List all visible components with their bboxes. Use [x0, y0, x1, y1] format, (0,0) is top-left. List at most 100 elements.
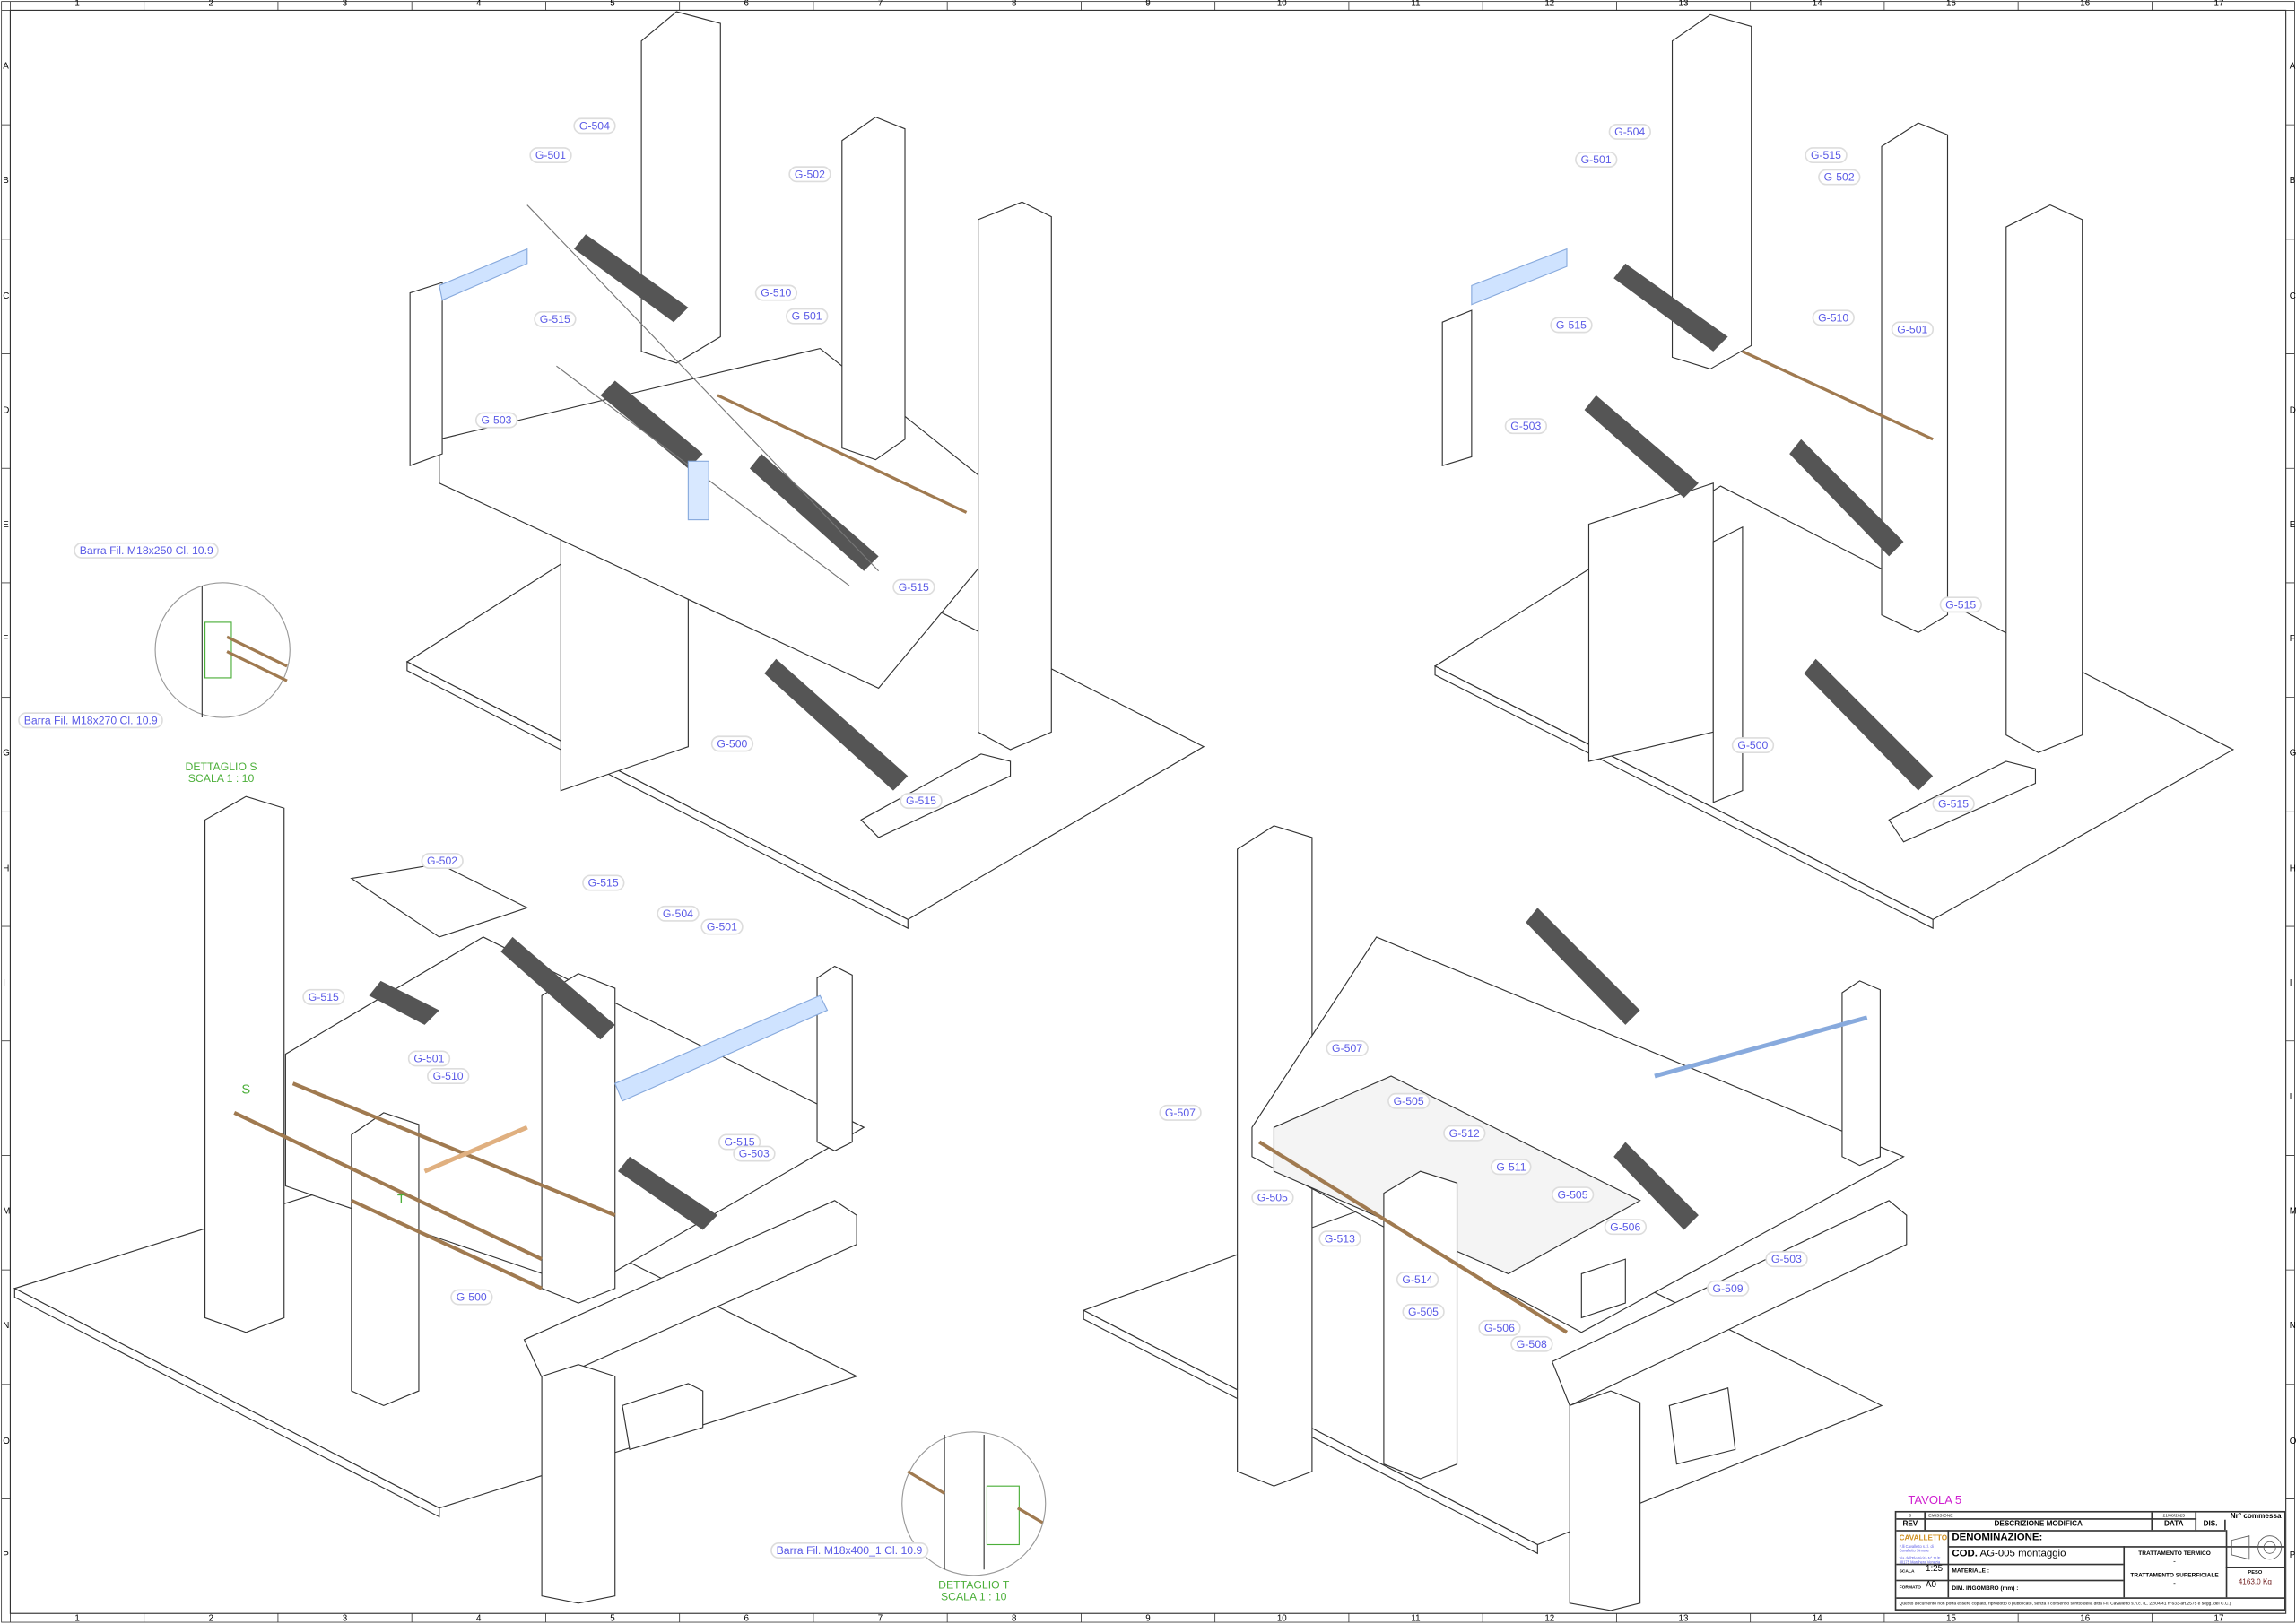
part-callout: G-510 — [754, 284, 797, 301]
part-callout: G-512 — [1443, 1125, 1486, 1142]
part-callout: G-501 — [700, 918, 744, 935]
view-top-left — [405, 11, 1205, 930]
company-address: Via dell'Elettricità N° 11/E 30175 Margh… — [1899, 1556, 1941, 1566]
grid-row-label: A — [3, 63, 9, 73]
grid-column-label: 1 — [74, 0, 80, 9]
detail-t-bolt-label: Barra Fil. M18x400_1 Cl. 10.9 — [770, 1542, 928, 1559]
heat-treatment-value: - — [2173, 1558, 2176, 1567]
grid-column-label: 2 — [208, 0, 214, 9]
grid-row-label: H — [2289, 864, 2296, 874]
part-callout: G-515 — [582, 874, 625, 891]
grid-column-label: 4 — [476, 0, 482, 9]
grid-row-label: G — [3, 750, 10, 760]
part-callout: G-505 — [1551, 1186, 1595, 1203]
grid-row-label: O — [3, 1437, 10, 1446]
part-callout: G-501 — [1891, 321, 1934, 338]
grid-row-label: G — [2289, 750, 2296, 760]
view-top-right — [1433, 13, 2235, 930]
grid-row-label: E — [3, 521, 9, 530]
part-callout: G-503 — [1765, 1251, 1808, 1268]
grid-column-label: 7 — [877, 0, 883, 9]
surface-treatment-value: - — [2173, 1579, 2176, 1589]
grid-column-label: 10 — [1276, 1614, 1287, 1624]
grid-row-label: B — [3, 178, 9, 187]
grid-column-label: 11 — [1411, 1614, 1421, 1624]
grid-column-label: 8 — [1012, 1614, 1017, 1624]
grid-row-label: N — [2289, 1323, 2296, 1332]
divider — [1947, 1546, 2285, 1548]
part-callout: G-515 — [1939, 596, 1982, 613]
detail-marker-s[interactable]: S — [241, 1081, 251, 1097]
weight-value: 4163.0 Kg — [2238, 1578, 2272, 1587]
part-callout: G-515 — [1805, 147, 1848, 164]
part-callout: G-504 — [657, 905, 700, 922]
material-label: MATERIALE : — [1952, 1566, 1989, 1575]
grid-column-label: 3 — [342, 1614, 348, 1624]
grid-column-label: 13 — [1678, 0, 1689, 9]
sheet-number: TAVOLA 5 — [1908, 1493, 1962, 1507]
grid-column-label: 9 — [1145, 1614, 1151, 1624]
part-callout: G-511 — [1490, 1159, 1533, 1176]
grid-row-label: F — [2289, 635, 2295, 645]
grid-row-label: E — [2289, 521, 2296, 530]
grid-column-label: 9 — [1145, 0, 1151, 9]
grid-column-label: 6 — [744, 1614, 749, 1624]
part-callout: G-501 — [786, 308, 829, 325]
part-callout: G-503 — [474, 412, 518, 429]
grid-column-label: 10 — [1276, 0, 1287, 9]
part-callout: G-501 — [529, 147, 572, 164]
part-callout: G-505 — [1387, 1092, 1431, 1109]
rev-date: 21/08/2025 — [2152, 1512, 2197, 1520]
rev-description: EMISSIONE — [1926, 1512, 2153, 1520]
grid-column-label: 6 — [744, 0, 749, 9]
projection-symbol-icon — [2231, 1535, 2283, 1560]
divider — [1896, 1579, 2124, 1582]
part-callout: G-514 — [1396, 1271, 1439, 1288]
part-callout: G-504 — [1608, 123, 1651, 140]
detail-t-circle — [901, 1431, 1047, 1576]
part-callout: G-501 — [407, 1050, 450, 1067]
grid-row-label: C — [3, 291, 10, 301]
part-callout: G-504 — [573, 117, 616, 135]
grid-column-label: 4 — [476, 1614, 482, 1624]
company-name: F.lli Cavalletto s.r.l. di Cavalletto Si… — [1899, 1544, 1934, 1554]
grid-row-label: A — [2289, 63, 2296, 73]
detail-s-bolt-label-1: Barra Fil. M18x250 Cl. 10.9 — [74, 542, 220, 559]
divider — [2225, 1566, 2285, 1568]
rev-header: REV — [1896, 1519, 1926, 1531]
divider — [2225, 1530, 2228, 1598]
part-callout: G-502 — [1818, 169, 1861, 186]
grid-row-label: N — [3, 1323, 10, 1332]
part-callout: G-509 — [1707, 1280, 1750, 1297]
grid-column-label: 15 — [1946, 1614, 1956, 1624]
part-callout: G-506 — [1478, 1319, 1521, 1336]
part-callout: G-500 — [1731, 737, 1774, 754]
description-header: DESCRIZIONE MODIFICA — [1926, 1519, 2153, 1531]
grid-column-label: 14 — [1812, 1614, 1822, 1624]
detail-s-title: DETTAGLIO S — [185, 760, 257, 774]
part-callout: G-515 — [1932, 795, 1975, 812]
grid-column-label: 5 — [610, 1614, 615, 1624]
surface-treatment-label: TRATTAMENTO SUPERFICIALE — [2130, 1570, 2219, 1579]
part-callout: G-500 — [710, 735, 753, 752]
grid-column-label: 13 — [1678, 1614, 1689, 1624]
grid-column-label: 12 — [1544, 0, 1555, 9]
part-callout: G-500 — [450, 1289, 493, 1306]
grid-row-label: L — [2289, 1093, 2295, 1103]
grid-column-label: 15 — [1946, 0, 1956, 9]
commessa-label: Nr° commessa — [2230, 1512, 2282, 1522]
grid-column-label: 16 — [2080, 1614, 2091, 1624]
divider — [1896, 1530, 2226, 1532]
date-header: DATA — [2152, 1519, 2197, 1531]
grid-row-label: B — [2289, 178, 2296, 187]
detail-marker-t[interactable]: T — [396, 1192, 405, 1207]
scale-value: 1:25 — [1926, 1565, 1944, 1575]
grid-row-label: D — [3, 406, 10, 416]
part-callout: G-501 — [1575, 151, 1618, 168]
grid-column-label: 17 — [2213, 1614, 2224, 1624]
denominazione-label: DENOMINAZIONE: — [1952, 1533, 2043, 1543]
divider — [1896, 1563, 2124, 1566]
